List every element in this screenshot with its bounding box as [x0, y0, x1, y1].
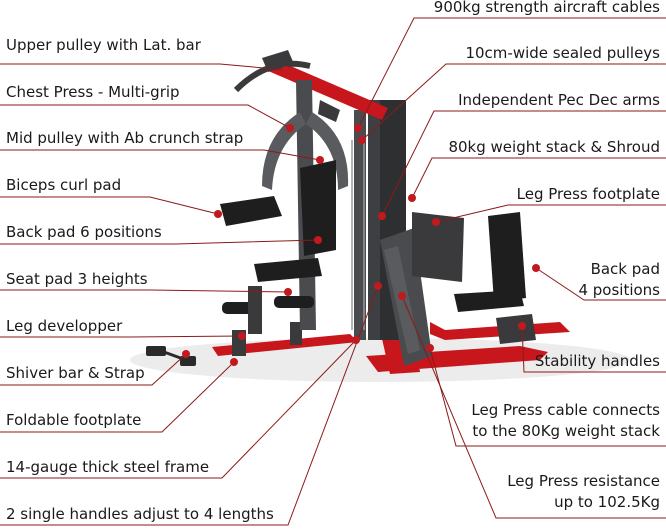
callout-line-stability-handles: [521, 325, 666, 373]
dot-leg-developper: [238, 332, 246, 340]
callout-dots: [182, 66, 540, 366]
dot-steel-frame: [352, 336, 360, 344]
dot-back-pad-6: [314, 236, 322, 244]
callout-line-back-pad-6: [0, 239, 319, 245]
top-boom: [266, 58, 388, 120]
label-aircraft-cables: 900kg strength aircraft cables: [433, 0, 660, 16]
label-leg-press-resistance-line2: up to 102.5Kg: [554, 493, 660, 511]
callout-line-mid-pulley: [0, 149, 321, 161]
shiver-bar: [146, 346, 166, 356]
back-pad-left: [300, 160, 336, 256]
label-upper-pulley: Upper pulley with Lat. bar: [6, 36, 201, 54]
label-leg-press-cable: Leg Press cable connects to the 80Kg wei…: [471, 400, 660, 442]
label-pec-dec: Independent Pec Dec arms: [458, 91, 660, 109]
chest-press-arms: [262, 112, 306, 190]
label-leg-press-resistance: Leg Press resistance up to 102.5Kg: [507, 471, 660, 513]
gym-machine: [130, 50, 630, 382]
label-leg-developper: Leg developper: [6, 317, 123, 335]
dot-chest-press: [286, 124, 294, 132]
label-back-pad-6: Back pad 6 positions: [6, 223, 162, 241]
label-stability-handles: Stability handles: [534, 352, 660, 370]
label-back-pad-4-line1: Back pad: [590, 260, 660, 278]
dot-seat-pad: [284, 288, 292, 296]
callout-line-leg-press-resistance: [401, 295, 666, 519]
callout-line-leg-press-cable: [429, 347, 666, 447]
callout-line-chest-press: [0, 104, 291, 129]
label-leg-press-resistance-line1: Leg Press resistance: [507, 472, 660, 490]
callout-line-seat-pad: [0, 289, 289, 293]
dot-biceps-pad: [214, 210, 222, 218]
label-back-pad-4-line2: 4 positions: [578, 281, 660, 299]
label-leg-press-footplate: Leg Press footplate: [516, 185, 660, 203]
stability-handles: [496, 314, 536, 344]
callout-line-aircraft-cables: [357, 17, 666, 129]
label-seat-pad: Seat pad 3 heights: [6, 270, 148, 288]
callout-line-leg-press-footplate: [435, 204, 666, 223]
back-pad-right: [488, 212, 526, 302]
callout-line-steel-frame: [0, 339, 357, 479]
label-single-handles: 2 single handles adjust to 4 lengths: [6, 505, 274, 523]
callout-line-biceps-pad: [0, 196, 219, 215]
label-mid-pulley: Mid pulley with Ab crunch strap: [6, 129, 244, 147]
label-shiver-bar: Shiver bar & Strap: [6, 364, 145, 382]
dot-leg-press-resistance: [398, 292, 406, 300]
dot-shiver-bar: [182, 350, 190, 358]
dot-stability-handles: [518, 322, 526, 330]
dot-sealed-pulleys: [358, 136, 366, 144]
seat-pad: [254, 258, 322, 282]
callout-line-weight-stack: [411, 157, 666, 199]
dot-leg-press-cable: [426, 344, 434, 352]
label-steel-frame: 14-gauge thick steel frame: [6, 458, 210, 476]
label-leg-press-cable-line2: to the 80Kg weight stack: [472, 422, 660, 440]
lat-bar: [233, 60, 311, 93]
label-foldable-footplate: Foldable footplate: [6, 411, 142, 429]
leg-press-seat: [454, 290, 524, 312]
leg-press-footplate: [412, 212, 464, 282]
dot-mid-pulley: [316, 156, 324, 164]
callout-line-single-handles: [0, 285, 379, 526]
callout-line-upper-pulley: [0, 63, 287, 71]
callout-line-shiver-bar: [0, 353, 187, 386]
label-chest-press: Chest Press - Multi-grip: [6, 83, 180, 101]
label-sealed-pulleys: 10cm-wide sealed pulleys: [465, 44, 660, 62]
dot-weight-stack: [408, 194, 416, 202]
callout-line-back-pad-4: [535, 267, 666, 301]
left-base-frame: [212, 334, 358, 356]
label-leg-press-cable-line1: Leg Press cable connects: [471, 401, 660, 419]
callout-lines: [0, 17, 666, 526]
dot-aircraft-cables: [354, 124, 362, 132]
label-biceps-pad: Biceps curl pad: [6, 176, 122, 194]
callout-line-foldable-footplate: [0, 361, 235, 433]
callout-line-sealed-pulleys: [361, 63, 666, 141]
dot-back-pad-4: [532, 264, 540, 272]
dot-pec-dec: [378, 212, 386, 220]
dot-leg-press-footplate: [432, 218, 440, 226]
biceps-curl-pad: [220, 196, 282, 226]
callout-line-pec-dec: [381, 110, 666, 217]
label-back-pad-4: Back pad 4 positions: [578, 259, 660, 301]
dot-upper-pulley: [282, 66, 290, 74]
label-weight-stack: 80kg weight stack & Shroud: [448, 138, 660, 156]
dot-single-handles: [374, 282, 382, 290]
dot-foldable-footplate: [230, 358, 238, 366]
callout-line-leg-developper: [0, 335, 243, 338]
